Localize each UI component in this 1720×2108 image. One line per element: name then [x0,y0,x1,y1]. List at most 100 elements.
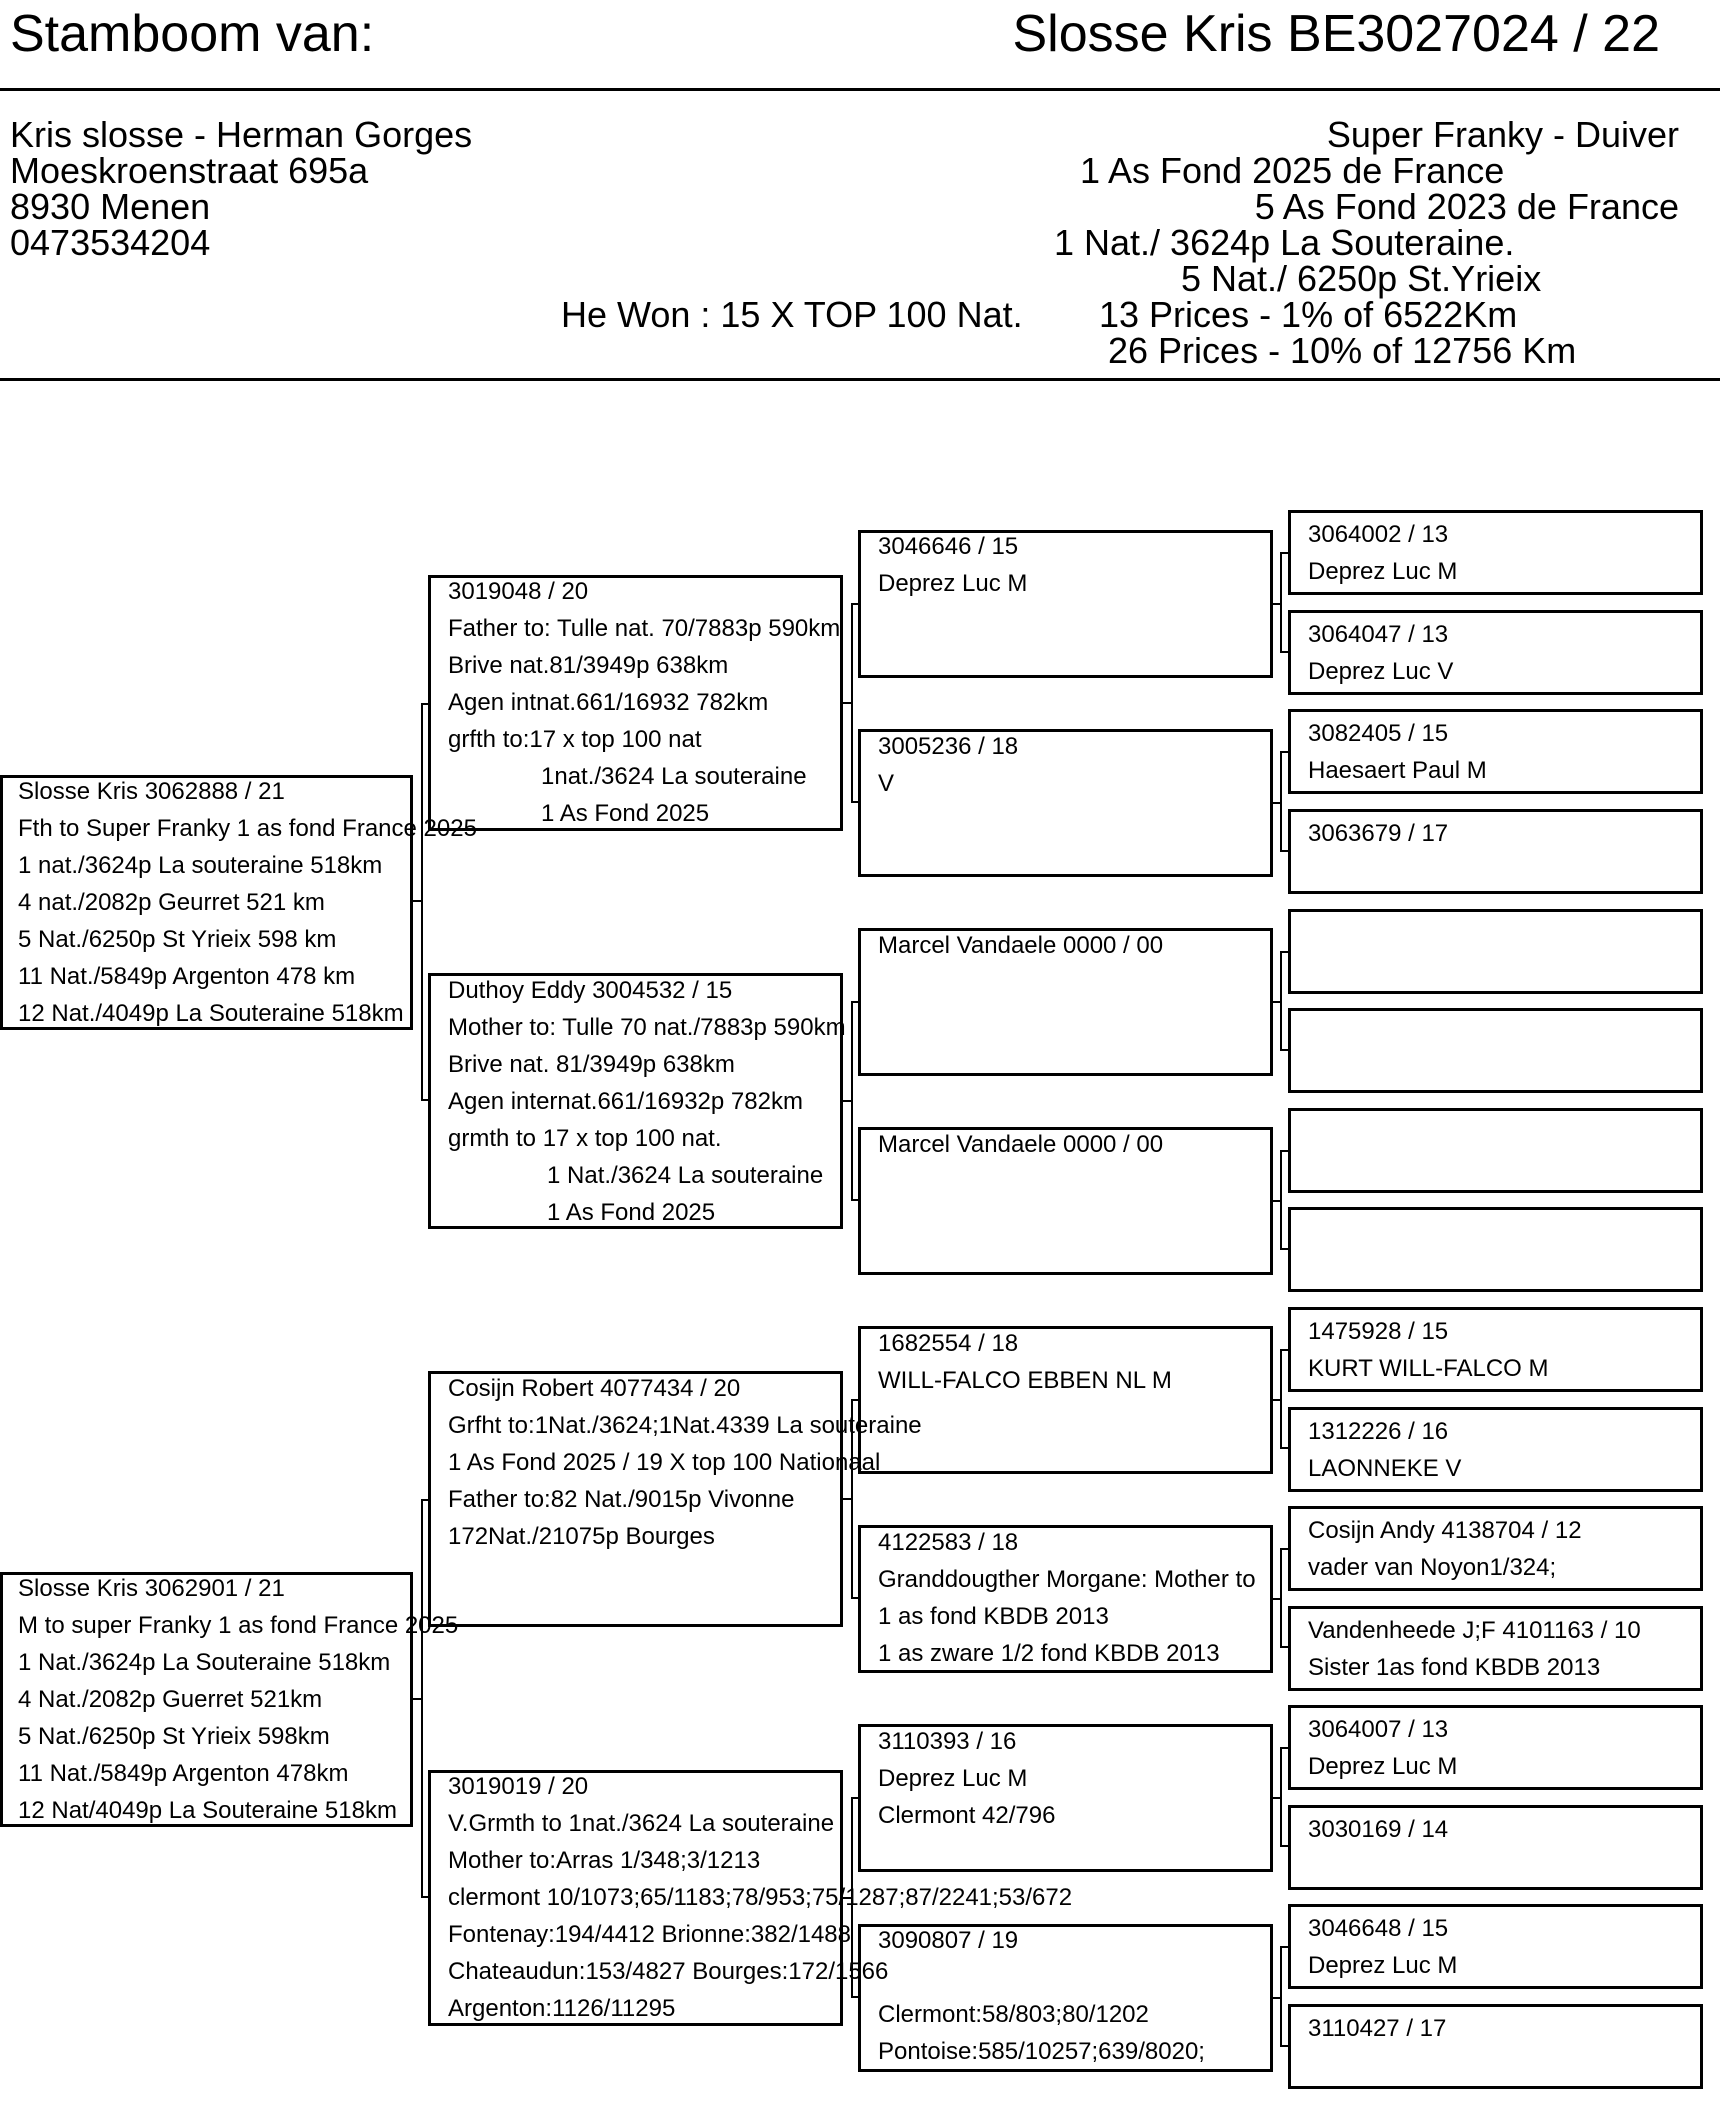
pedigree-line: 1 As Fond 2025 / 19 X top 100 Nationaal [448,1449,881,1476]
pedigree-line: Brive nat.81/3949p 638km [448,652,729,679]
mother-text: Slosse Kris 3062901 / 21 M to super Fran… [18,1570,458,1829]
pedigree-line: M to super Franky 1 as fond France 2025 [18,1612,459,1639]
gen4-box-9 [1288,1307,1703,1392]
connector [851,1399,858,1401]
fm-text: Duthoy Eddy 3004532 / 15 Mother to: Tull… [448,972,846,1231]
gen4-text-16: 3110427 / 17 [1308,2010,1446,2047]
pedigree-line: Clermont:58/803;80/1202 [878,2001,1149,2028]
pedigree-line: Fontenay:194/4412 Brionne:382/1488 [448,1921,851,1948]
pedigree-line: Deprez Luc M [1308,558,1458,585]
connector [1273,1598,1282,1600]
connector [413,1698,423,1700]
connector [1280,1349,1288,1351]
pedigree-line: Slosse Kris 3062901 / 21 [18,1575,285,1602]
connector [1273,1001,1282,1003]
gen4-text-9: 1475928 / 15 KURT WILL-FALCO M [1308,1313,1549,1387]
pedigree-line: Marcel Vandaele 0000 / 00 [878,1131,1164,1158]
ffm-text: 3005236 / 18 V [878,728,1018,802]
pedigree-line: Brive nat. 81/3949p 638km [448,1051,735,1078]
mm-box [428,1770,843,2026]
achievement-line: 5 Nat./ 6250p St.Yrieix [1181,258,1542,299]
connector [1280,1646,1288,1648]
pedigree-line: 3064007 / 13 [1308,1716,1449,1743]
pedigree-line: Deprez Luc M [1308,1952,1458,1979]
mfm-text: 4122583 / 18 Granddougther Morgane: Moth… [878,1524,1256,1672]
connector [1280,1747,1282,1847]
achievement-line: 1 Nat./ 3624p La Souteraine. [1054,222,1515,263]
pedigree-line: Slosse Kris 3062888 / 21 [18,778,285,805]
pedigree-line: 11 Nat./5849p Argenton 478km [18,1760,349,1787]
connector [1280,1946,1282,2047]
pedigree-line: V.Grmth to 1nat./3624 La souteraine [448,1810,835,1837]
connector [851,603,858,605]
gen4-text-13: 3064007 / 13 Deprez Luc M [1308,1711,1457,1785]
connector [1280,1248,1288,1250]
pedigree-line: 1475928 / 15 [1308,1318,1449,1345]
connector [421,1896,428,1898]
connector [843,1897,853,1899]
pedigree-line: 3046646 / 15 [878,533,1019,560]
fmm-text: Marcel Vandaele 0000 / 00 [878,1126,1163,1163]
connector [851,1399,853,1599]
owner-line: Moeskroenstraat 695a [10,150,369,191]
gen4-box-10 [1288,1407,1703,1492]
gen4-box-5 [1288,909,1703,994]
pedigree-line: 5 Nat./6250p St Yrieix 598 km [18,926,337,953]
pedigree-line: Granddougther Morgane: Mother to [878,1566,1256,1593]
pedigree-line: 172Nat./21075p Bourges [448,1523,715,1550]
connector [421,1099,428,1101]
mf-box [428,1371,843,1627]
pedigree-line: 1 Nat./3624 La souteraine [547,1162,824,1189]
ffm-box [858,729,1273,877]
pedigree-line: 3063679 / 17 [1308,820,1449,847]
gen4-text-15: 3046648 / 15 Deprez Luc M [1308,1910,1457,1984]
gen4-text-4: 3063679 / 17 [1308,815,1448,852]
pedigree-line: 3064002 / 13 [1308,521,1449,548]
gen4-box-14 [1288,1805,1703,1890]
connector [1280,1548,1288,1550]
achievement-line: 5 As Fond 2023 de France [1254,186,1679,227]
pedigree-line: 12 Nat./4049p La Souteraine 518km [18,1000,404,1027]
mff-text: 1682554 / 18 WILL-FALCO EBBEN NL M [878,1325,1172,1399]
connector [1280,951,1288,953]
connector [1280,1150,1282,1250]
connector [1273,1200,1282,1202]
connector [851,1001,858,1003]
connector [851,603,853,803]
connector [1280,552,1288,554]
connector [1280,651,1288,653]
connector [843,1498,853,1500]
connector [421,1499,423,1898]
connector [1273,1797,1282,1799]
pedigree-line: 1 nat./3624p La souteraine 518km [18,852,383,879]
gen4-box-12 [1288,1606,1703,1691]
connector [1273,603,1282,605]
pedigree-line: Agen internat.661/16932p 782km [448,1088,803,1115]
gen4-box-6 [1288,1008,1703,1093]
pedigree-blank-line [878,1959,1205,1996]
pedigree-line: Sister 1as fond KBDB 2013 [1308,1654,1601,1681]
mother-box [0,1572,413,1827]
connector [413,900,423,902]
pedigree-line: Grfht to:1Nat./3624;1Nat.4339 La soutera… [448,1412,922,1439]
connector [421,1499,428,1501]
gen4-text-3: 3082405 / 15 Haesaert Paul M [1308,715,1487,789]
gen4-box-2 [1288,610,1703,695]
owner-line: 8930 Menen [10,186,211,227]
gen4-text-10: 1312226 / 16 LAONNEKE V [1308,1413,1461,1487]
pedigree-line: 5 Nat./6250p St Yrieix 598km [18,1723,330,1750]
gen4-text-12: Vandenheede J;F 4101163 / 10 Sister 1as … [1308,1612,1641,1686]
pedigree-line: Deprez Luc V [1308,658,1454,685]
pedigree-line: Vandenheede J;F 4101163 / 10 [1308,1617,1641,1644]
connector [1280,1049,1288,1051]
pedigree-line: Mother to: Tulle 70 nat./7883p 590km [448,1014,846,1041]
pedigree-line: 12 Nat/4049p La Souteraine 518km [18,1797,397,1824]
gen4-box-1 [1288,510,1703,595]
connector [1280,850,1288,852]
pedigree-line: 4 nat./2082p Geurret 521 km [18,889,325,916]
achievement-line: 26 Prices - 10% of 12756 Km [1108,330,1577,371]
pedigree-line: 1 As Fond 2025 [547,1199,716,1226]
pedigree-line: LAONNEKE V [1308,1455,1462,1482]
connector [851,1199,858,1201]
mff-box [858,1326,1273,1474]
